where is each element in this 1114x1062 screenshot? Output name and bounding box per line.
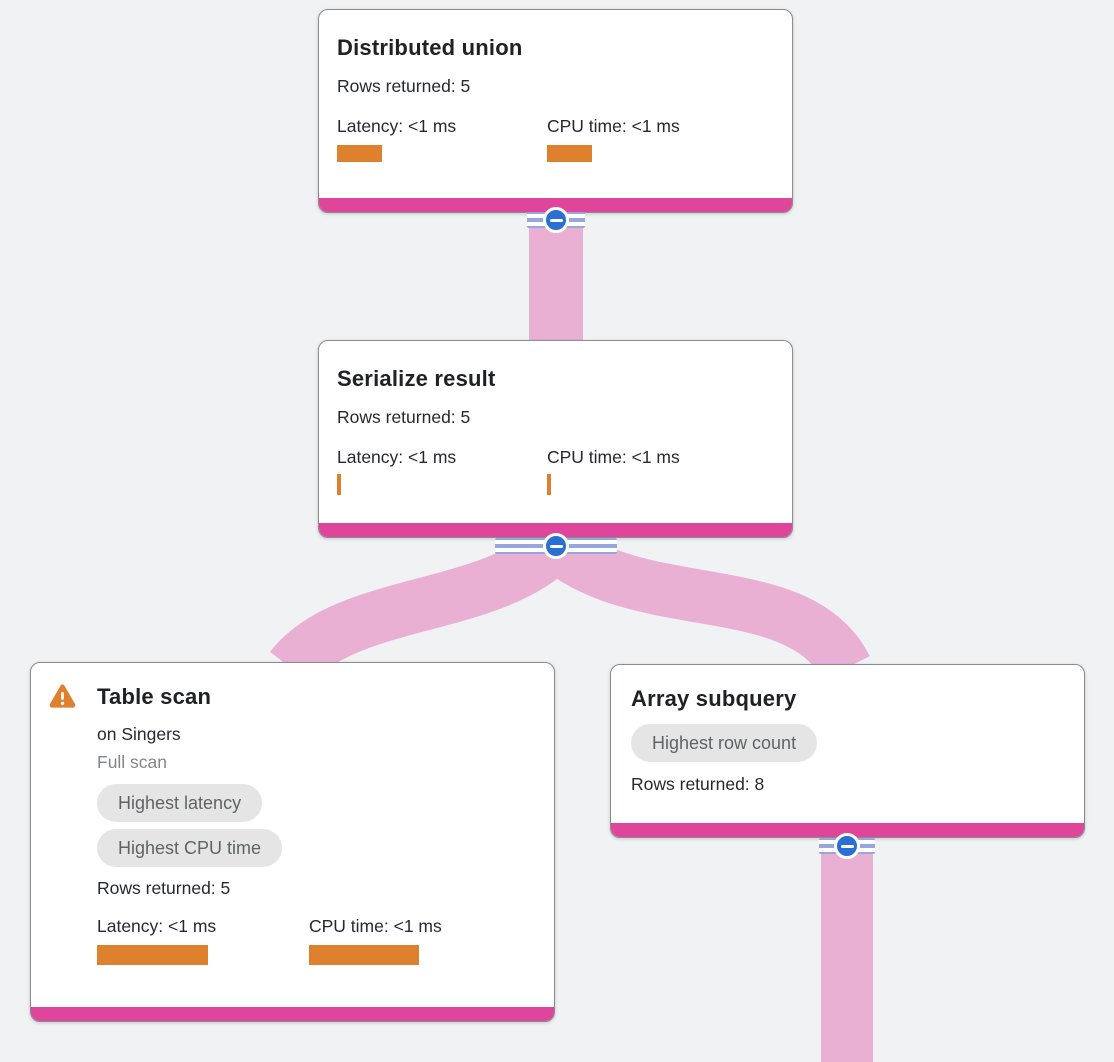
rows-returned: Rows returned: 5 bbox=[337, 407, 471, 427]
metrics-row: Latency: <1 ms CPU time: <1 ms bbox=[337, 446, 772, 495]
node-footer-strip bbox=[319, 523, 792, 537]
node-title: Table scan bbox=[97, 684, 212, 709]
collapse-button[interactable] bbox=[834, 833, 860, 859]
badge-highest-row-count: Highest row count bbox=[631, 724, 818, 762]
collapse-button[interactable] bbox=[543, 533, 569, 559]
latency-label: Latency: <1 ms bbox=[97, 916, 217, 936]
latency-bar bbox=[337, 145, 382, 162]
edge-array-subquery-to-child bbox=[821, 833, 873, 1062]
badge-highest-latency: Highest latency bbox=[97, 784, 263, 822]
latency-label: Latency: <1 ms bbox=[337, 447, 457, 467]
edge-serialize-to-array-subquery bbox=[538, 524, 870, 682]
node-footer-strip bbox=[611, 823, 1084, 837]
connector-array-subquery bbox=[819, 832, 875, 860]
connector-serialize-result bbox=[495, 532, 617, 560]
cpu-metric: CPU time: <1 ms bbox=[309, 915, 442, 965]
latency-bar bbox=[337, 474, 341, 495]
minus-icon bbox=[840, 844, 854, 848]
node-note: Full scan bbox=[97, 752, 168, 772]
node-title: Array subquery bbox=[631, 686, 797, 711]
cpu-metric: CPU time: <1 ms bbox=[547, 115, 680, 162]
badge-highest-cpu-time: Highest CPU time bbox=[97, 829, 283, 867]
cpu-bar bbox=[547, 145, 592, 162]
node-card-distributed-union[interactable]: Distributed union Rows returned: 5 Laten… bbox=[318, 9, 793, 213]
cpu-label: CPU time: <1 ms bbox=[309, 916, 442, 936]
cpu-label: CPU time: <1 ms bbox=[547, 447, 680, 467]
node-header: Table scan bbox=[49, 683, 534, 710]
rows-returned: Rows returned: 5 bbox=[337, 76, 471, 96]
cpu-bar bbox=[547, 474, 551, 495]
metrics-row: Latency: <1 ms CPU time: <1 ms bbox=[337, 115, 772, 162]
warning-icon bbox=[49, 684, 76, 708]
latency-bar bbox=[97, 945, 208, 965]
metrics-row: Latency: <1 ms CPU time: <1 ms bbox=[97, 915, 534, 965]
latency-metric: Latency: <1 ms bbox=[337, 446, 547, 495]
latency-metric: Latency: <1 ms bbox=[337, 115, 547, 162]
minus-icon bbox=[549, 218, 563, 222]
node-footer-strip bbox=[31, 1007, 554, 1021]
cpu-label: CPU time: <1 ms bbox=[547, 116, 680, 136]
node-card-serialize-result[interactable]: Serialize result Rows returned: 5 Latenc… bbox=[318, 340, 793, 538]
node-card-table-scan[interactable]: Table scan on Singers Full scan Highest … bbox=[30, 662, 555, 1022]
edge-serialize-to-table-scan bbox=[270, 525, 575, 686]
connector-distributed-union bbox=[527, 206, 585, 234]
latency-label: Latency: <1 ms bbox=[337, 116, 457, 136]
node-footer-strip bbox=[319, 198, 792, 212]
badge-list: Highest row count bbox=[631, 724, 1064, 762]
node-title: Serialize result bbox=[337, 366, 496, 391]
collapse-button[interactable] bbox=[543, 207, 569, 233]
cpu-metric: CPU time: <1 ms bbox=[547, 446, 680, 495]
latency-metric: Latency: <1 ms bbox=[97, 915, 309, 965]
rows-returned: Rows returned: 5 bbox=[97, 878, 231, 898]
minus-icon bbox=[549, 544, 563, 548]
node-subtitle: on Singers bbox=[97, 724, 181, 744]
node-card-array-subquery[interactable]: Array subquery Highest row count Rows re… bbox=[610, 664, 1085, 838]
cpu-bar bbox=[309, 945, 419, 965]
badge-list: Highest latency Highest CPU time bbox=[97, 784, 534, 867]
node-title: Distributed union bbox=[337, 35, 523, 60]
rows-returned: Rows returned: 8 bbox=[631, 774, 765, 794]
